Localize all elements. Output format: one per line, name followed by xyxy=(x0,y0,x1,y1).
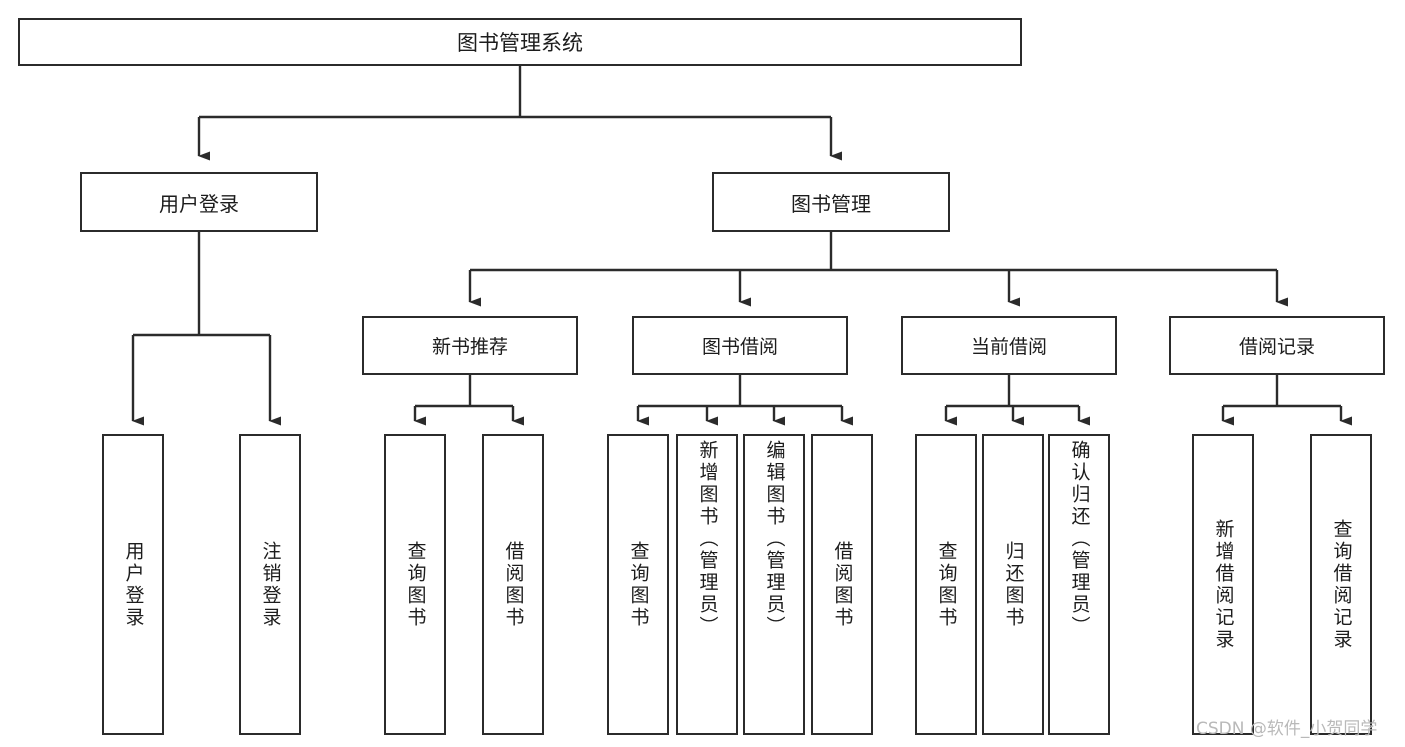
leaf-label: 新增图书（管理员） xyxy=(696,440,719,638)
leaf-user-login-login[interactable]: 用户登录 xyxy=(102,434,164,735)
node-new-book-recommend-label: 新书推荐 xyxy=(431,336,508,358)
leaf-new-book-borrow[interactable]: 借阅图书 xyxy=(482,434,544,735)
leaf-new-book-query[interactable]: 查询图书 xyxy=(384,434,446,735)
leaf-borrow-query-book[interactable]: 查询图书 xyxy=(607,434,669,735)
leaf-label: 查询图书 xyxy=(404,540,427,629)
leaf-borrow-edit-book-admin[interactable]: 编辑图书（管理员） xyxy=(743,434,805,735)
node-current-borrow[interactable]: 当前借阅 xyxy=(901,316,1117,375)
node-root-label: 图书管理系统 xyxy=(457,31,583,55)
leaf-user-login-logout[interactable]: 注销登录 xyxy=(239,434,301,735)
node-user-login[interactable]: 用户登录 xyxy=(80,172,318,232)
node-book-borrow[interactable]: 图书借阅 xyxy=(632,316,848,375)
node-new-book-recommend[interactable]: 新书推荐 xyxy=(362,316,578,375)
node-book-management[interactable]: 图书管理 xyxy=(712,172,950,232)
leaf-label: 编辑图书（管理员） xyxy=(763,440,786,638)
leaf-label: 查询图书 xyxy=(935,540,958,629)
leaf-label: 新增借阅记录 xyxy=(1212,518,1235,651)
leaf-borrow-borrow-book[interactable]: 借阅图书 xyxy=(811,434,873,735)
leaf-label: 用户登录 xyxy=(122,540,145,629)
leaf-record-query[interactable]: 查询借阅记录 xyxy=(1310,434,1372,735)
leaf-label: 借阅图书 xyxy=(502,540,525,629)
leaf-current-return-book[interactable]: 归还图书 xyxy=(982,434,1044,735)
leaf-label: 注销登录 xyxy=(259,540,282,629)
node-book-management-label: 图书管理 xyxy=(791,191,871,216)
leaf-label: 确认归还（管理员） xyxy=(1068,440,1091,638)
node-borrow-record-label: 借阅记录 xyxy=(1238,336,1315,358)
watermark-text: CSDN @软件_小贺同学 xyxy=(1196,719,1378,739)
leaf-label: 查询借阅记录 xyxy=(1330,518,1353,651)
node-book-borrow-label: 图书借阅 xyxy=(701,336,778,358)
leaf-label: 归还图书 xyxy=(1002,540,1025,629)
leaf-borrow-add-book-admin[interactable]: 新增图书（管理员） xyxy=(676,434,738,735)
leaf-label: 借阅图书 xyxy=(831,540,854,629)
leaf-current-confirm-return-admin[interactable]: 确认归还（管理员） xyxy=(1048,434,1110,735)
leaf-current-query-book[interactable]: 查询图书 xyxy=(915,434,977,735)
node-root[interactable]: 图书管理系统 xyxy=(18,18,1022,66)
node-user-login-label: 用户登录 xyxy=(159,191,239,216)
node-borrow-record[interactable]: 借阅记录 xyxy=(1169,316,1385,375)
leaf-label: 查询图书 xyxy=(627,540,650,629)
node-current-borrow-label: 当前借阅 xyxy=(970,336,1047,358)
leaf-record-add[interactable]: 新增借阅记录 xyxy=(1192,434,1254,735)
